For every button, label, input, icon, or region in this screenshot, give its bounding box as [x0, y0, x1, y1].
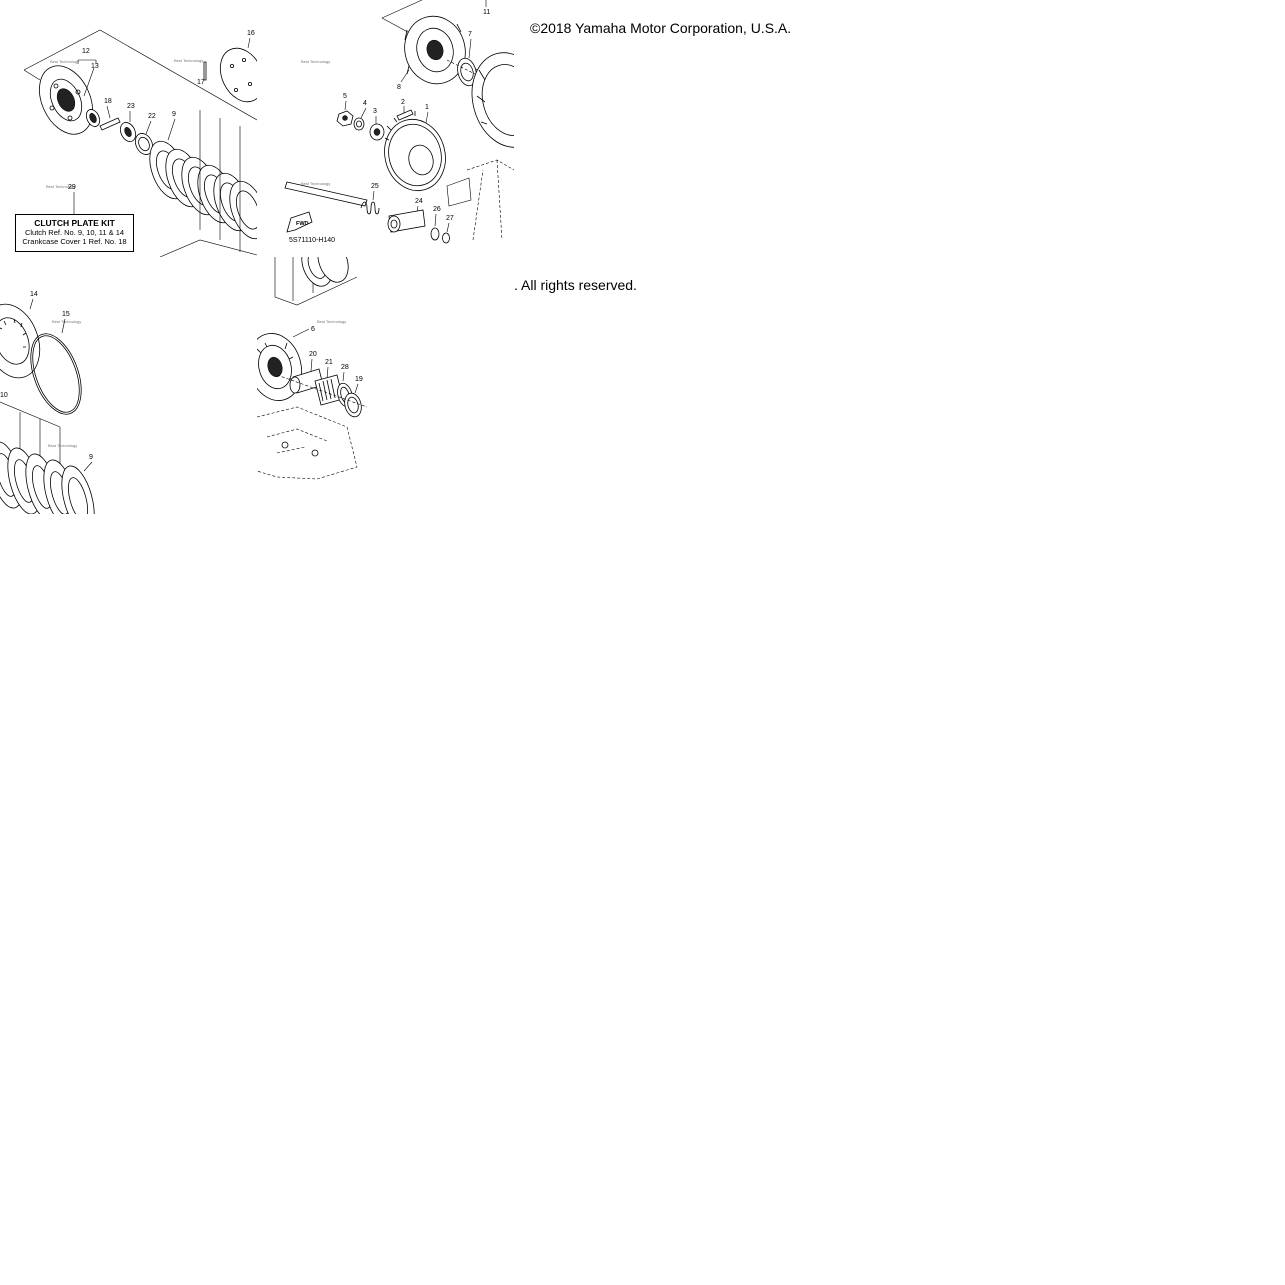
diagram-tile-top-right: 11 8 7 Best Technology 1 2 3 4 5 Best Te… — [257, 0, 514, 257]
ref-1: 1 — [425, 104, 429, 111]
clutch-boss-drawing — [404, 15, 468, 85]
kit-title: CLUTCH PLATE KIT — [34, 218, 115, 228]
svg-text:Best Technology: Best Technology — [48, 443, 77, 448]
ref-16: 16 — [247, 30, 255, 37]
fwd-label: FWD — [296, 221, 309, 227]
clutch-plates-view: 14 Best Technology 15 10 Best Technology… — [0, 291, 95, 514]
diagram-tile-top-left: 12 13 Best Technology 18 23 22 9 Best Te… — [0, 0, 257, 257]
clutch-plate-stack-lower — [0, 441, 95, 514]
ref-2: 2 — [401, 99, 405, 106]
clutch-exploded-view-left: 12 13 Best Technology 18 23 22 9 Best Te… — [23, 29, 257, 257]
ref-23: 23 — [127, 103, 135, 110]
ref-13: 13 — [91, 63, 99, 70]
ref-27: 27 — [446, 215, 454, 222]
copyright-text: ©2018 Yamaha Motor Corporation, U.S.A. — [530, 20, 792, 36]
ref-26: 26 — [433, 206, 441, 213]
clutch-exploded-view-right: 11 8 7 Best Technology 1 2 3 4 5 Best Te… — [284, 0, 514, 244]
ref-21: 21 — [325, 359, 333, 366]
ref-6: 6 — [311, 326, 315, 333]
clutch-boss-6 — [257, 333, 303, 401]
rights-text: . All rights reserved. — [514, 277, 637, 293]
svg-text:Best Technology: Best Technology — [301, 59, 330, 64]
ref-3: 3 — [373, 108, 377, 115]
svg-text:Best Technology: Best Technology — [52, 319, 81, 324]
kit-line-1: Clutch Ref. No. 9, 10, 11 & 14 — [24, 228, 125, 237]
ref-14: 14 — [30, 291, 38, 298]
diagram-tile-bottom-left: 14 Best Technology 15 10 Best Technology… — [0, 257, 257, 514]
ref-7: 7 — [468, 31, 472, 38]
kit-line-2: Crankcase Cover 1 Ref. No. 18 — [22, 237, 127, 246]
ref-9: 9 — [172, 111, 176, 118]
clutch-plate-kit-box: CLUTCH PLATE KIT Clutch Ref. No. 9, 10, … — [15, 214, 134, 252]
ref-17: 17 — [197, 79, 205, 86]
diagram-tile-bottom-right: Best Technology 6 20 21 28 19 — [257, 257, 514, 514]
ref-8: 8 — [397, 84, 401, 91]
ref-22: 22 — [148, 113, 156, 120]
ref-11: 11 — [483, 9, 490, 16]
clutch-plate-stack — [149, 140, 257, 240]
ref-25: 25 — [371, 183, 379, 190]
ref-12: 12 — [82, 48, 90, 55]
ref-5: 5 — [343, 93, 347, 100]
clutch-plate-14 — [0, 303, 41, 379]
svg-text:Best Technology: Best Technology — [46, 184, 75, 189]
plate-stack-edge — [301, 257, 349, 287]
primary-driven-gear — [384, 111, 446, 192]
svg-text:Best Technology: Best Technology — [174, 58, 203, 63]
fwd-arrow-icon: FWD — [286, 211, 313, 233]
ref-19: 19 — [355, 376, 363, 383]
ref-18: 18 — [104, 98, 112, 105]
clutch-boss-view: Best Technology 6 20 21 28 19 — [257, 257, 368, 480]
ref-24: 24 — [415, 198, 423, 205]
ref-29: 29 — [68, 184, 76, 191]
ref-10: 10 — [0, 392, 8, 399]
svg-text:Best Technology: Best Technology — [301, 181, 330, 186]
ref-20: 20 — [309, 351, 317, 358]
pressure-plate-drawing — [39, 65, 93, 135]
diagram-code: 5S71110-H140 — [289, 237, 335, 244]
ref-15: 15 — [62, 311, 70, 318]
svg-text:Best Technology: Best Technology — [50, 59, 79, 64]
ref-28: 28 — [341, 364, 349, 371]
svg-text:Best Technology: Best Technology — [317, 319, 346, 324]
ref-9b: 9 — [89, 454, 93, 461]
ref-4: 4 — [363, 100, 367, 107]
